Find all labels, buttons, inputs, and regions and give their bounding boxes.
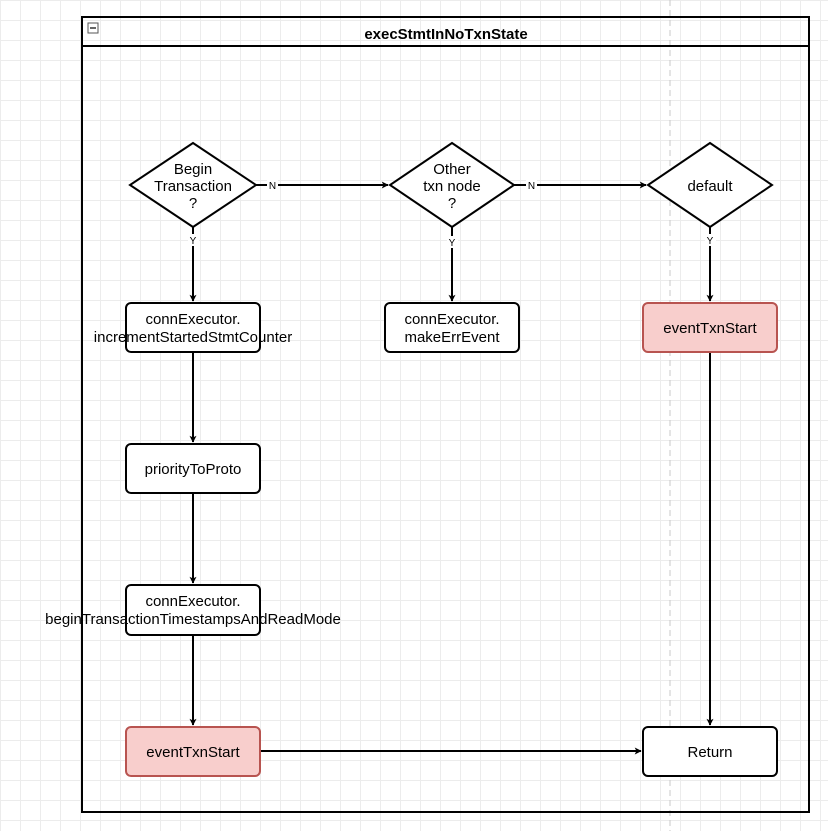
edge-label-other-yes: Y (449, 238, 456, 249)
edge-label-begin-no: N (269, 181, 276, 192)
decision-begin-transaction-line-2: Transaction (154, 178, 232, 195)
swimlane-container: execStmtInNoTxnState (81, 16, 810, 813)
minus-box-icon[interactable] (87, 22, 99, 34)
process-event-txn-start-right-label: eventTxnStart (663, 320, 757, 337)
decision-other-txn-node-line-3: ? (448, 195, 456, 212)
process-return-label: Return (687, 744, 732, 761)
process-begin-transaction-timestamps-line-1: connExecutor. (145, 593, 240, 610)
edge-label-begin-yes: Y (190, 236, 197, 247)
decision-other-txn-node[interactable]: Other txn node ? (388, 141, 516, 229)
edge-labels: N N Y Y Y (188, 179, 716, 249)
decision-begin-transaction-line-1: Begin (174, 161, 212, 178)
edges (189, 181, 714, 755)
decision-default-label: default (687, 178, 733, 195)
swimlane-title: execStmtInNoTxnState (364, 26, 527, 43)
edge-label-default-yes: Y (707, 236, 714, 247)
process-increment-started-stmt-counter[interactable]: connExecutor. incrementStartedStmtCounte… (94, 302, 292, 353)
process-priority-to-proto-label: priorityToProto (145, 461, 242, 478)
edge-label-other-no: N (528, 181, 535, 192)
process-make-err-event[interactable]: connExecutor. makeErrEvent (384, 302, 520, 353)
decision-begin-transaction[interactable]: Begin Transaction ? (128, 141, 258, 229)
process-make-err-event-line-1: connExecutor. (404, 311, 499, 328)
process-begin-transaction-timestamps[interactable]: connExecutor. beginTransactionTimestamps… (45, 584, 341, 636)
process-increment-line-1: connExecutor. (145, 311, 240, 328)
process-priority-to-proto[interactable]: priorityToProto (125, 443, 261, 494)
process-event-txn-start-left[interactable]: eventTxnStart (125, 726, 261, 777)
process-increment-line-2: incrementStartedStmtCounter (94, 329, 292, 346)
process-make-err-event-line-2: makeErrEvent (404, 329, 500, 346)
process-return[interactable]: Return (642, 726, 778, 777)
process-event-txn-start-right[interactable]: eventTxnStart (642, 302, 778, 353)
process-event-txn-start-left-label: eventTxnStart (146, 744, 240, 761)
decision-default[interactable]: default (646, 141, 774, 229)
swimlane-body (81, 16, 810, 813)
decision-other-txn-node-line-1: Other (433, 161, 471, 178)
decision-begin-transaction-line-3: ? (189, 195, 197, 212)
decision-other-txn-node-line-2: txn node (423, 178, 481, 195)
process-begin-transaction-timestamps-line-2: beginTransactionTimestampsAndReadMode (45, 611, 341, 628)
